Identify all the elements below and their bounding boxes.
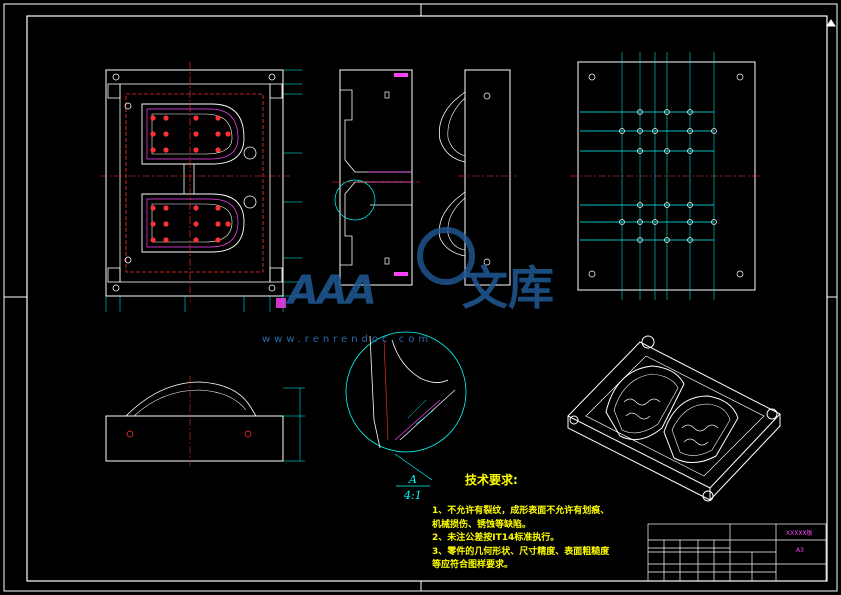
- ejector-plate-view: [570, 52, 762, 300]
- requirement-line: 3、零件的几何形状、尺寸精度、表面粗糙度: [432, 546, 610, 557]
- watermark-url: www.renrendoc.com: [262, 334, 433, 345]
- requirement-line: 等应符合图样要求。: [432, 560, 514, 570]
- watermark-logo-en: AAA: [288, 268, 377, 314]
- requirements-list: 1、不允许有裂纹，成形表面不允许有划痕、 机械损伤、锈蚀等缺陷。 2、未注公差按…: [432, 505, 672, 573]
- detail-a-view: [345, 331, 467, 487]
- requirement-line: 1、不允许有裂纹，成形表面不允许有划痕、: [432, 506, 610, 516]
- inner-frame: [26, 15, 828, 582]
- title-block: [647, 523, 827, 582]
- requirement-line: 2、未注公差按IT14标准执行。: [432, 533, 560, 543]
- drawing-code: A3: [796, 547, 804, 554]
- frame-ticks: [4, 4, 837, 591]
- requirement-line: 机械损伤、锈蚀等缺陷。: [432, 519, 532, 530]
- detail-label: A: [409, 473, 417, 486]
- top-plan-view: [100, 62, 302, 312]
- front-section-view: [332, 69, 420, 286]
- detail-scale: 4:1: [404, 489, 422, 502]
- watermark-logo-cn: 文库: [462, 261, 554, 315]
- drawing-name: XXXXX板: [786, 530, 813, 537]
- outer-frame: [3, 3, 838, 592]
- product-side-view: [105, 376, 305, 466]
- requirements-title: 技术要求:: [465, 473, 518, 487]
- isometric-view: [567, 335, 781, 502]
